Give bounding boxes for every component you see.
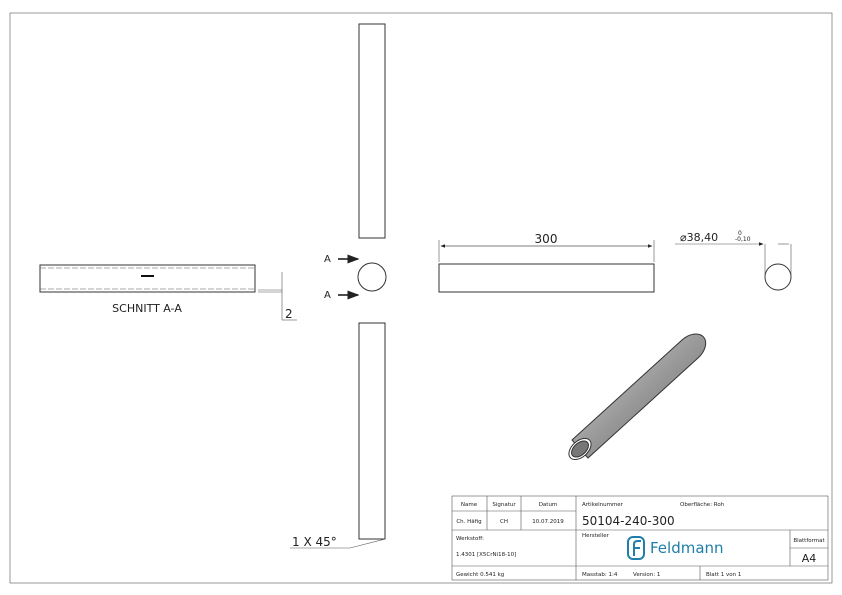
artikel-header: Artikelnummer bbox=[582, 502, 624, 508]
werkstoff-header: Werkstoff: bbox=[456, 536, 484, 542]
tube-side-view bbox=[438, 263, 655, 293]
gewicht: Gewicht 0.541 kg bbox=[456, 572, 504, 578]
signatur-header: Signatur bbox=[492, 502, 516, 508]
lower-tolerance: -0,10 bbox=[735, 236, 751, 243]
title-block: Name Signatur Datum Ch. Häfig CH 10.07.2… bbox=[451, 495, 829, 581]
section-label: SCHNITT A-A bbox=[112, 302, 182, 315]
isometric-pipe bbox=[568, 333, 707, 461]
massstab: Masstab: 1:4 bbox=[582, 572, 618, 578]
tube-bottom-view bbox=[358, 322, 386, 540]
artikel-number: 50104-240-300 bbox=[582, 514, 675, 528]
blattformat-header: Blattformat bbox=[793, 538, 825, 544]
diameter-dim: ⌀38,40 bbox=[680, 231, 718, 244]
datum-value: 10.07.2019 bbox=[532, 519, 564, 525]
section-mark-top: A bbox=[324, 254, 331, 265]
name-header: Name bbox=[461, 502, 478, 508]
chamfer-dim: 1 X 45° bbox=[292, 535, 337, 549]
hersteller-header: Hersteller bbox=[582, 533, 610, 539]
signatur-value: CH bbox=[500, 519, 508, 525]
end-view-circle bbox=[357, 262, 387, 292]
drawing-frame bbox=[9, 12, 833, 584]
version: Version: 1 bbox=[633, 572, 660, 578]
section-mark-bottom: A bbox=[324, 290, 331, 301]
diameter-circle bbox=[764, 263, 792, 291]
length-dim: 300 bbox=[535, 232, 558, 246]
blatt: Blatt 1 von 1 bbox=[706, 572, 741, 578]
logo-text: Feldmann bbox=[650, 539, 724, 557]
blattformat-value: A4 bbox=[802, 552, 817, 565]
section-view: SCHNITT A-A 2 bbox=[39, 264, 297, 321]
tube-top-view bbox=[358, 23, 386, 239]
datum-header: Datum bbox=[539, 502, 558, 508]
feldmann-logo: Feldmann bbox=[627, 536, 724, 560]
upper-tolerance: 0 bbox=[738, 230, 742, 237]
oberflaeche: Oberfläche: Roh bbox=[680, 502, 725, 508]
werkstoff-value: 1.4301 [X5CrNi18-10] bbox=[456, 552, 516, 558]
wall-thickness-dim: 2 bbox=[285, 307, 293, 321]
name-value: Ch. Häfig bbox=[456, 519, 481, 525]
